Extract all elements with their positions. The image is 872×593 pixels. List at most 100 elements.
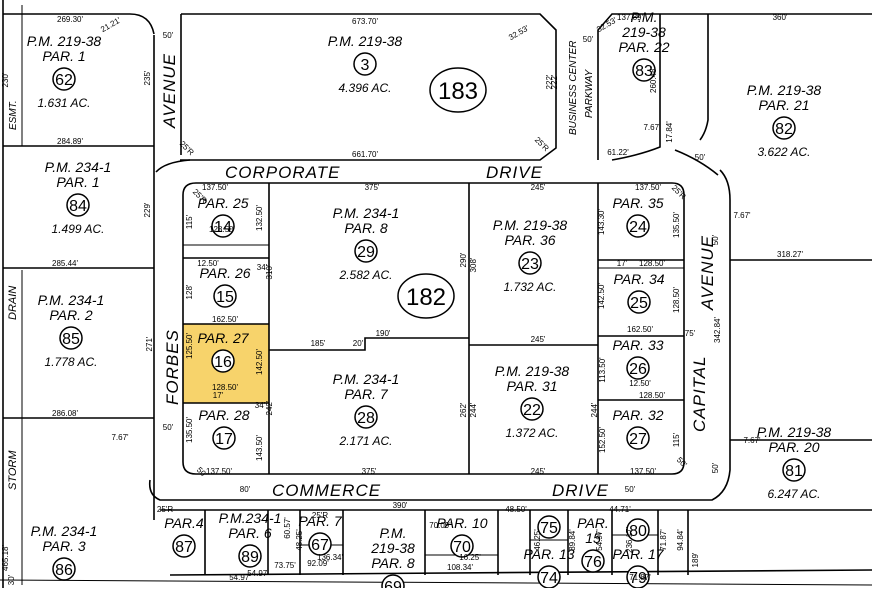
- parcel-79[interactable]: PAR. 17 79: [612, 546, 665, 589]
- dimension-label-82: 50': [711, 462, 720, 473]
- parcel-87-label-0: PAR.4: [164, 515, 204, 531]
- parcel-29-label-1: PAR. 8: [344, 220, 388, 236]
- parcel-79-number: 79: [629, 570, 647, 587]
- parcel-84-acreage: 1.499 AC.: [52, 222, 105, 236]
- dimension-label-30: 12.50': [197, 259, 219, 268]
- parcel-70-label-0: PAR. 10: [436, 515, 487, 531]
- drain-label: DRAIN: [7, 286, 19, 320]
- parcel-62-acreage: 1.631 AC.: [38, 96, 91, 110]
- dimension-label-106: 94.84': [676, 529, 685, 551]
- parcel-67[interactable]: PAR. 767: [298, 513, 343, 556]
- dimension-label-71: 245': [531, 467, 546, 476]
- dimension-label-66: 152.50': [598, 427, 607, 453]
- dimension-label-70: 375': [362, 467, 377, 476]
- parcel-84-label-1: PAR. 1: [56, 174, 99, 190]
- parcel-62-label-1: PAR. 1: [42, 48, 85, 64]
- dimension-label-81: 75': [685, 329, 696, 338]
- parcel-74-label-0: PAR. 13: [523, 546, 574, 562]
- parcel-85-label-1: PAR. 2: [49, 307, 93, 323]
- map-book-183[interactable]: 183: [429, 67, 487, 113]
- parcel-80[interactable]: 80: [626, 518, 650, 542]
- parcel-16-label-0: PAR. 27: [197, 330, 249, 346]
- parcel-87-circle: [172, 534, 196, 558]
- parcel-81-label-1: PAR. 20: [768, 439, 819, 455]
- parcel-23-label-0: P.M. 219-38: [493, 217, 568, 233]
- parcel-22-label-1: PAR. 31: [506, 378, 557, 394]
- dimension-label-63: 7.67': [111, 433, 129, 442]
- dimension-label-54: 128.50': [639, 391, 665, 400]
- dimension-label-96: 16.25': [459, 553, 481, 562]
- dimension-label-99: 46.25': [533, 529, 542, 551]
- parcel-79-label-0: PAR. 17: [612, 546, 664, 562]
- dimension-label-49: 190': [376, 329, 391, 338]
- dimension-label-22: 245': [531, 183, 546, 192]
- dimension-label-55: 17': [213, 391, 224, 400]
- dimension-label-36: 310': [265, 264, 274, 279]
- dimension-label-76: 50': [163, 31, 174, 40]
- parcel-22-circle: [520, 397, 544, 421]
- dimension-label-79: 80': [240, 485, 251, 494]
- parcel-24-label-0: PAR. 35: [612, 195, 663, 211]
- dimension-label-12: 284.89': [57, 137, 83, 146]
- parcel-28-circle: [354, 405, 378, 429]
- dimension-label-107: 54.97': [229, 573, 251, 582]
- parcel-17-label-0: PAR. 28: [198, 407, 249, 423]
- dimension-labels: 269.30'21.21'673.70'32.53'137.89'32.53'3…: [0, 0, 803, 585]
- street-parkway: PARKWAY: [584, 68, 595, 118]
- dimension-label-39: 128': [185, 284, 194, 299]
- dimension-label-104: 236.17': [625, 527, 634, 553]
- parcel-26-number: 26: [629, 361, 647, 378]
- parcel-27-number: 27: [629, 431, 647, 448]
- map-book-182[interactable]: 182: [397, 273, 455, 319]
- street-corporate: CORPORATE: [225, 163, 340, 182]
- parcel-87[interactable]: PAR.487: [164, 515, 204, 558]
- parcel-14-circle: [211, 214, 235, 238]
- dimension-label-58: 286.08': [52, 409, 78, 418]
- parcel-25-circle: [627, 290, 651, 314]
- dimension-label-7: 230': [1, 72, 10, 87]
- dimension-label-103: 71.87': [629, 573, 651, 582]
- parcel-76-number: 76: [584, 554, 602, 571]
- dimension-label-105: 71.87': [659, 529, 668, 551]
- dimension-label-68: 7.67': [743, 436, 761, 445]
- dimension-label-91: 60.57': [283, 517, 292, 539]
- dimension-label-50: 245': [531, 335, 546, 344]
- dimension-label-88: 25'R: [670, 183, 688, 201]
- dimension-label-78: 50': [583, 35, 594, 44]
- parcel-15-number: 15: [216, 289, 234, 306]
- parcel-25-number: 25: [630, 295, 648, 312]
- dimension-label-0: 269.30': [57, 15, 83, 24]
- dimension-label-16: 7.67': [643, 123, 661, 132]
- dimension-label-4: 137.89': [617, 13, 643, 22]
- parcel-22-number: 22: [523, 402, 541, 419]
- dimension-label-20: 137.50': [202, 183, 228, 192]
- dimension-label-15: 25'R: [533, 135, 551, 153]
- parcel-75[interactable]: 75: [537, 515, 561, 539]
